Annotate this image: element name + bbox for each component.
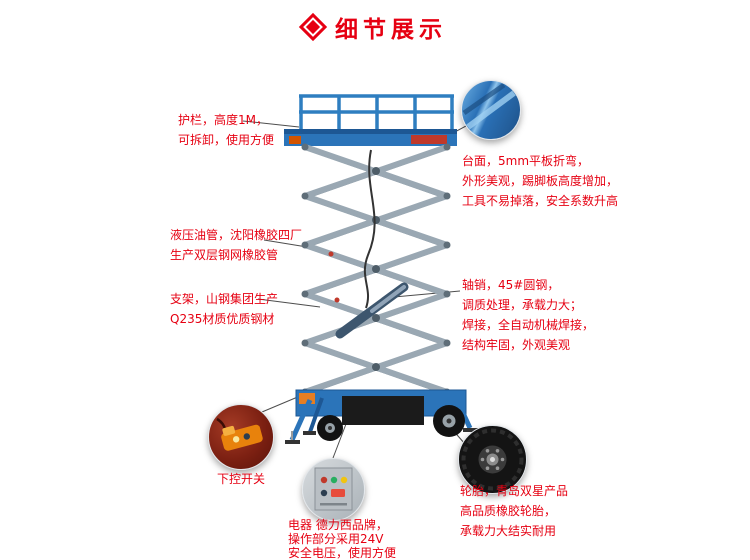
page-title: 细节展示 xyxy=(335,17,447,43)
callout-frame: 支架，山钢集团生产 Q235材质优质钢材 xyxy=(170,289,278,329)
remote-control-photo xyxy=(208,404,274,470)
tire-detail xyxy=(459,426,526,493)
callout-tire: 轮胎，青岛双星产品 高品质橡胶轮胎， 承载力大结实耐用 xyxy=(460,481,568,541)
lift-guardrail xyxy=(299,94,454,131)
hose-fitting xyxy=(334,297,340,303)
hydraulic-hose xyxy=(363,149,376,309)
callout-lower-control: 下控开关 xyxy=(203,469,279,489)
callout-tire-text: 轮胎，青岛双星产品 高品质橡胶轮胎， 承载力大结实耐用 xyxy=(460,484,569,538)
callout-lower-control-text: 下控开关 xyxy=(216,472,265,486)
callout-frame-text: 支架，山钢集团生产 Q235材质优质钢材 xyxy=(170,292,279,326)
control-panel-detail xyxy=(314,467,353,511)
page-header: 细节展示 xyxy=(0,10,750,44)
hydraulic-cylinder xyxy=(335,282,409,339)
scissor-lift-illustration xyxy=(284,94,478,444)
callout-platform-text: 台面，5mm平板折弯， 外形美观，踢脚板高度增加， 工具不易掉落，安全系数升高 xyxy=(462,154,619,208)
tire-photo xyxy=(458,425,527,494)
lift-platform xyxy=(284,129,457,146)
callout-axle-pin: 轴销，45#圆钢， 调质处理，承载力大； 焊接，全自动机械焊接， 结构牢固，外观… xyxy=(462,275,594,355)
remote-control-detail xyxy=(216,417,263,451)
axle-pins xyxy=(301,143,451,396)
hose-fitting xyxy=(328,251,334,257)
callout-hydraulic-hose: 液压油管，沈阳橡胶四厂 生产双层钢网橡胶管 xyxy=(170,225,302,265)
platform-edge-detail xyxy=(462,82,516,130)
callout-electric: 电器 德力西品牌， 操作部分采用24V 安全电压，使用方便 xyxy=(288,518,396,560)
callout-electric-text: 电器 德力西品牌， 操作部分采用24V 安全电压，使用方便 xyxy=(288,518,397,560)
wheels xyxy=(317,405,465,441)
callout-platform: 台面，5mm平板折弯， 外形美观，踢脚板高度增加， 工具不易掉落，安全系数升高 xyxy=(462,151,618,211)
outriggers xyxy=(285,394,478,444)
platform-edge-photo xyxy=(461,80,521,140)
callout-hydraulic-hose-text: 液压油管，沈阳橡胶四厂 生产双层钢网橡胶管 xyxy=(170,228,303,262)
callout-guardrail: 护栏，高度1M， 可拆卸，使用方便 xyxy=(178,110,274,150)
control-panel-photo xyxy=(302,458,365,521)
callout-axle-pin-text: 轴销，45#圆钢， 调质处理，承载力大； 焊接，全自动机械焊接， 结构牢固，外观… xyxy=(462,278,595,352)
callout-guardrail-text: 护栏，高度1M， 可拆卸，使用方便 xyxy=(178,113,275,147)
